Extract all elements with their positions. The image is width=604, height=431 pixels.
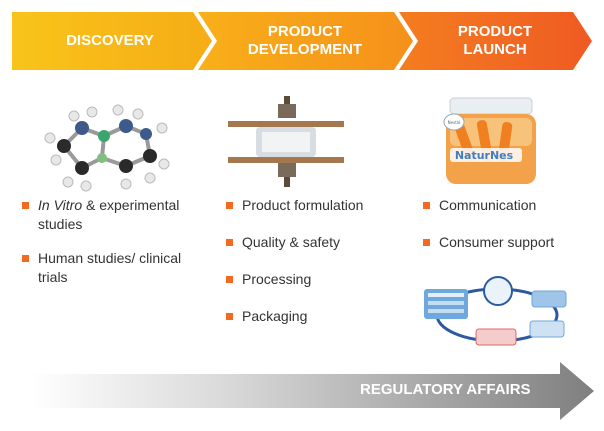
development-list: Product formulation Quality & safety Pro… — [226, 196, 396, 326]
launch-list: Communication Consumer support — [423, 196, 593, 252]
list-item: In Vitro & experimental studies — [22, 196, 192, 234]
stage-label-development: PRODUCT DEVELOPMENT — [247, 23, 363, 58]
chevron-development — [198, 12, 413, 70]
chevron-discovery — [12, 12, 212, 70]
list-item: Quality & safety — [226, 233, 396, 252]
list-item: Human studies/ clinical trials — [22, 249, 192, 287]
list-item: Communication — [423, 196, 593, 215]
list-item: Consumer support — [423, 233, 593, 252]
consumer-cycle-image — [424, 276, 567, 346]
regulatory-arrow — [30, 362, 594, 420]
product-jar-image: Nestlé NaturNes — [443, 97, 536, 184]
list-item: Product formulation — [226, 196, 396, 215]
list-item: Processing — [226, 270, 396, 289]
stage-chevrons — [12, 12, 592, 70]
chevron-launch — [399, 12, 592, 70]
discovery-list: In Vitro & experimental studies Human st… — [22, 196, 192, 287]
product-brand: NaturNes — [455, 149, 514, 162]
regulatory-affairs-label: REGULATORY AFFAIRS — [360, 381, 531, 398]
product-logo: Nestlé — [448, 120, 461, 125]
stage-label-discovery: DISCOVERY — [66, 32, 154, 49]
list-item: Packaging — [226, 307, 396, 326]
processing-equipment-image — [228, 96, 344, 187]
molecule-image — [44, 104, 170, 192]
stage-label-launch: PRODUCT LAUNCH — [457, 23, 533, 58]
